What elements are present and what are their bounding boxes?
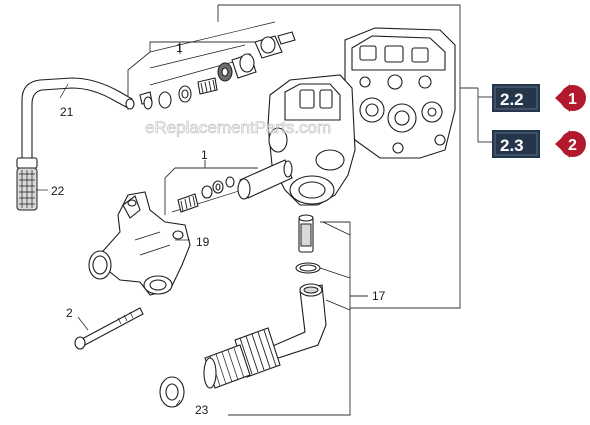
label-part-17: 17 [372,289,386,303]
suction-filter [16,157,38,211]
outlet-fitting [295,214,321,274]
inlet-manifold [88,191,191,296]
pump-head-housing [344,27,456,159]
label-part-1-upper: 1 [176,41,183,55]
ref-2-2-badge-number: 1 [568,91,577,108]
ref-2-3[interactable]: 2.3 2 [492,130,586,158]
unloader-elbow [267,283,327,361]
pump-body-casting [237,74,356,206]
ref-2-2-badge [560,85,586,111]
washer [159,376,185,408]
valve-kit-upper-parts [139,31,296,110]
ref-2-3-badge [560,131,586,157]
ref-2-3-badge-number: 2 [568,137,577,154]
ref-2-2-box [492,84,540,112]
label-part-19: 19 [196,235,210,249]
label-part-21: 21 [60,105,74,119]
valve-kit-lower-parts [177,176,235,213]
ref-2-2[interactable]: 2.2 1 [492,84,586,112]
bolt [74,307,144,350]
label-part-2: 2 [66,306,73,320]
suction-hose [21,77,135,159]
label-part-23: 23 [195,403,209,417]
watermark: eReplacementParts.com [145,118,331,137]
label-part-22: 22 [51,184,65,198]
label-part-1-lower: 1 [201,148,208,162]
leader-lines [36,83,351,407]
hose-coupling [203,327,281,389]
ref-2-2-label: 2.2 [500,90,524,109]
ref-2-3-box [492,130,540,158]
assembly-bracket [217,4,492,416]
ref-2-3-label: 2.3 [500,136,524,155]
